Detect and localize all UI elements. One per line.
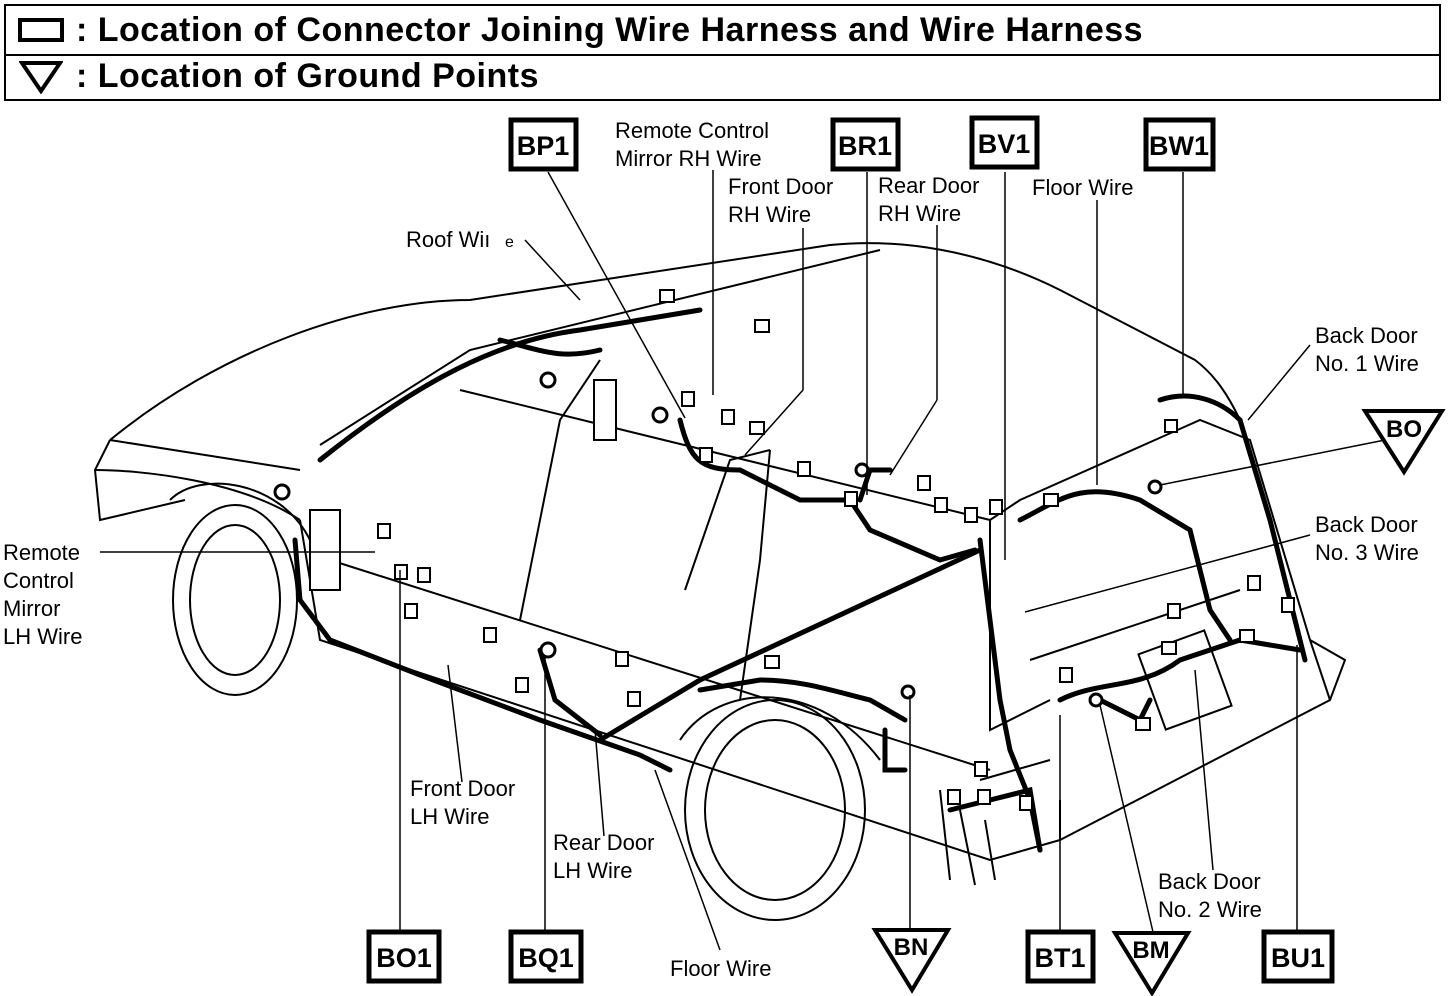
ground-bo: BO — [1361, 409, 1446, 476]
label-remote-lh-4: LH Wire — [3, 624, 82, 649]
legend-box: : Location of Connector Joining Wire Har… — [4, 4, 1441, 101]
svg-text:BW1: BW1 — [1149, 131, 1209, 161]
harness-connectors — [309, 289, 1295, 811]
connector-bv1: BV1 — [969, 115, 1040, 170]
grommets — [273, 371, 1163, 708]
svg-text:BP1: BP1 — [517, 131, 570, 161]
svg-text:BR1: BR1 — [838, 131, 892, 161]
connector-bw1: BW1 — [1143, 117, 1216, 172]
legend-ground-text: : Location of Ground Points — [76, 57, 540, 95]
connector-bo1: BO1 — [366, 929, 442, 984]
label-front-lh-2: LH Wire — [410, 804, 489, 829]
label-remote-rh-2: Mirror RH Wire — [615, 146, 762, 171]
leader-lines — [100, 170, 1386, 951]
ground-point-triangles: BO BN BM — [871, 409, 1446, 996]
connector-bq1: BQ1 — [508, 929, 584, 984]
label-rear-lh-1: Rear Door — [553, 830, 654, 855]
label-back2-2: No. 2 Wire — [1158, 897, 1262, 922]
svg-text:BN: BN — [894, 934, 929, 961]
legend-row-ground: : Location of Ground Points — [6, 54, 1439, 99]
label-remote-lh-2: Control — [3, 568, 74, 593]
label-front-lh-1: Front Door — [410, 776, 515, 801]
connector-square-icon — [6, 17, 76, 43]
label-floor-bottom: Floor Wire — [670, 956, 771, 981]
label-back3-2: No. 3 Wire — [1315, 540, 1419, 565]
label-rear-rh-2: RH Wire — [878, 201, 961, 226]
label-floor-top: Floor Wire — [1032, 175, 1133, 200]
car-body-outline — [93, 242, 1347, 886]
legend-row-connector: : Location of Connector Joining Wire Har… — [6, 6, 1439, 56]
svg-text:BV1: BV1 — [978, 129, 1031, 159]
wire-labels: Remote Control Mirror RH Wire Front Door… — [3, 118, 1419, 981]
front-wheel — [169, 482, 311, 696]
label-back1-2: No. 1 Wire — [1315, 351, 1419, 376]
svg-text:BU1: BU1 — [1271, 943, 1325, 973]
connector-bp1: BP1 — [508, 117, 579, 172]
label-remote-rh-1: Remote Control — [615, 118, 769, 143]
rear-wheel — [679, 696, 881, 921]
svg-text:BO: BO — [1386, 416, 1422, 443]
label-front-rh-2: RH Wire — [728, 202, 811, 227]
svg-text:BM: BM — [1132, 937, 1169, 964]
label-roof-tail: e — [505, 234, 514, 251]
label-remote-lh-1: Remote — [3, 540, 80, 565]
wire-harness-lines — [292, 307, 1308, 853]
label-back2-1: Back Door — [1158, 869, 1261, 894]
label-rear-rh-1: Rear Door — [878, 173, 979, 198]
label-back3-1: Back Door — [1315, 512, 1418, 537]
label-back1-1: Back Door — [1315, 323, 1418, 348]
ground-triangle-icon — [6, 60, 76, 94]
connector-bt1: BT1 — [1025, 929, 1096, 984]
label-remote-lh-3: Mirror — [3, 596, 60, 621]
svg-text:BQ1: BQ1 — [518, 943, 574, 973]
ground-bn: BN — [871, 928, 952, 994]
label-front-rh-1: Front Door — [728, 174, 833, 199]
label-rear-lh-2: LH Wire — [553, 858, 632, 883]
ground-bm: BM — [1111, 931, 1192, 996]
svg-text:BO1: BO1 — [376, 943, 432, 973]
label-roof: Roof Wiı — [406, 227, 490, 252]
connector-code-boxes: BP1 BR1 BV1 BW1 BO1 BQ1 BT1 BU1 — [366, 115, 1335, 984]
legend-connector-text: : Location of Connector Joining Wire Har… — [76, 10, 1144, 49]
connector-br1: BR1 — [830, 117, 901, 172]
connector-bu1: BU1 — [1261, 929, 1335, 984]
svg-text:BT1: BT1 — [1034, 943, 1085, 973]
